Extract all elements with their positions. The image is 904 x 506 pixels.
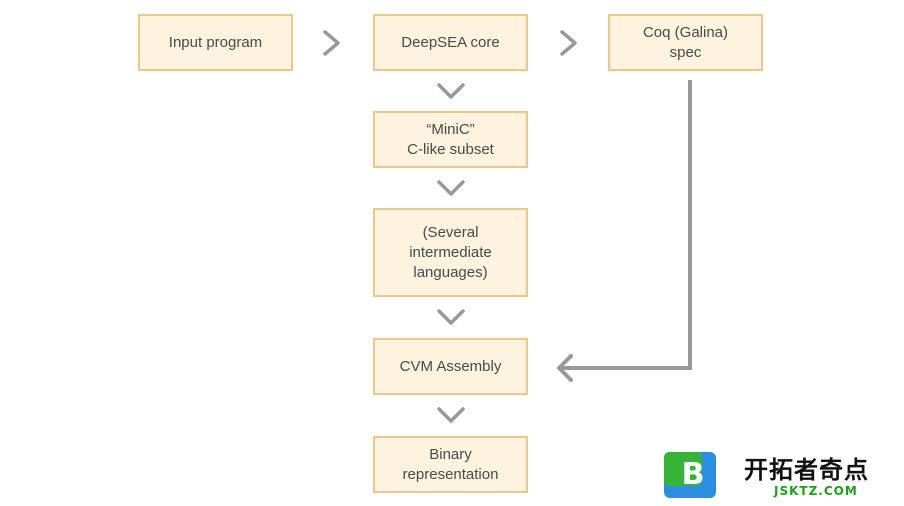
node-binary-representation: Binary representation xyxy=(373,436,528,493)
node-label-line: Coq (Galina) xyxy=(642,23,729,41)
watermark-logo-letter: B xyxy=(682,457,705,492)
watermark-logo-icon: B xyxy=(664,452,716,498)
node-label-line: Input program xyxy=(168,33,263,51)
watermark-title: 开拓者奇点 xyxy=(744,456,869,484)
node-label-line: “MiniC” xyxy=(426,120,475,138)
node-label-line: intermediate xyxy=(409,243,492,261)
chevron-down-icon xyxy=(437,180,465,196)
chevron-right-icon xyxy=(560,30,577,56)
node-label-line: (Several xyxy=(422,223,479,241)
node-label-line: spec xyxy=(669,43,702,61)
node-label-line: representation xyxy=(402,465,499,483)
watermark-subtitle: JSKTZ.COM xyxy=(774,484,858,498)
node-input-program: Input program xyxy=(138,14,293,71)
node-label-line: C-like subset xyxy=(407,140,494,158)
chevron-down-icon xyxy=(437,83,465,99)
node-intermediate-languages: (Several intermediate languages) xyxy=(373,208,528,297)
node-label-line: CVM Assembly xyxy=(399,357,502,375)
chevron-right-icon xyxy=(323,30,340,56)
node-minic: “MiniC” C-like subset xyxy=(373,111,528,168)
node-coq-spec: Coq (Galina) spec xyxy=(608,14,763,71)
node-cvm-assembly: CVM Assembly xyxy=(373,338,528,395)
node-label-line: DeepSEA core xyxy=(401,33,500,51)
chevron-down-icon xyxy=(437,309,465,325)
node-label-line: languages) xyxy=(413,263,488,281)
node-label-line: Binary xyxy=(429,445,472,463)
arrow-left-icon xyxy=(557,354,573,382)
node-deepsea-core: DeepSEA core xyxy=(373,14,528,71)
spec-to-assembly-connector xyxy=(560,80,692,370)
chevron-down-icon xyxy=(437,407,465,423)
